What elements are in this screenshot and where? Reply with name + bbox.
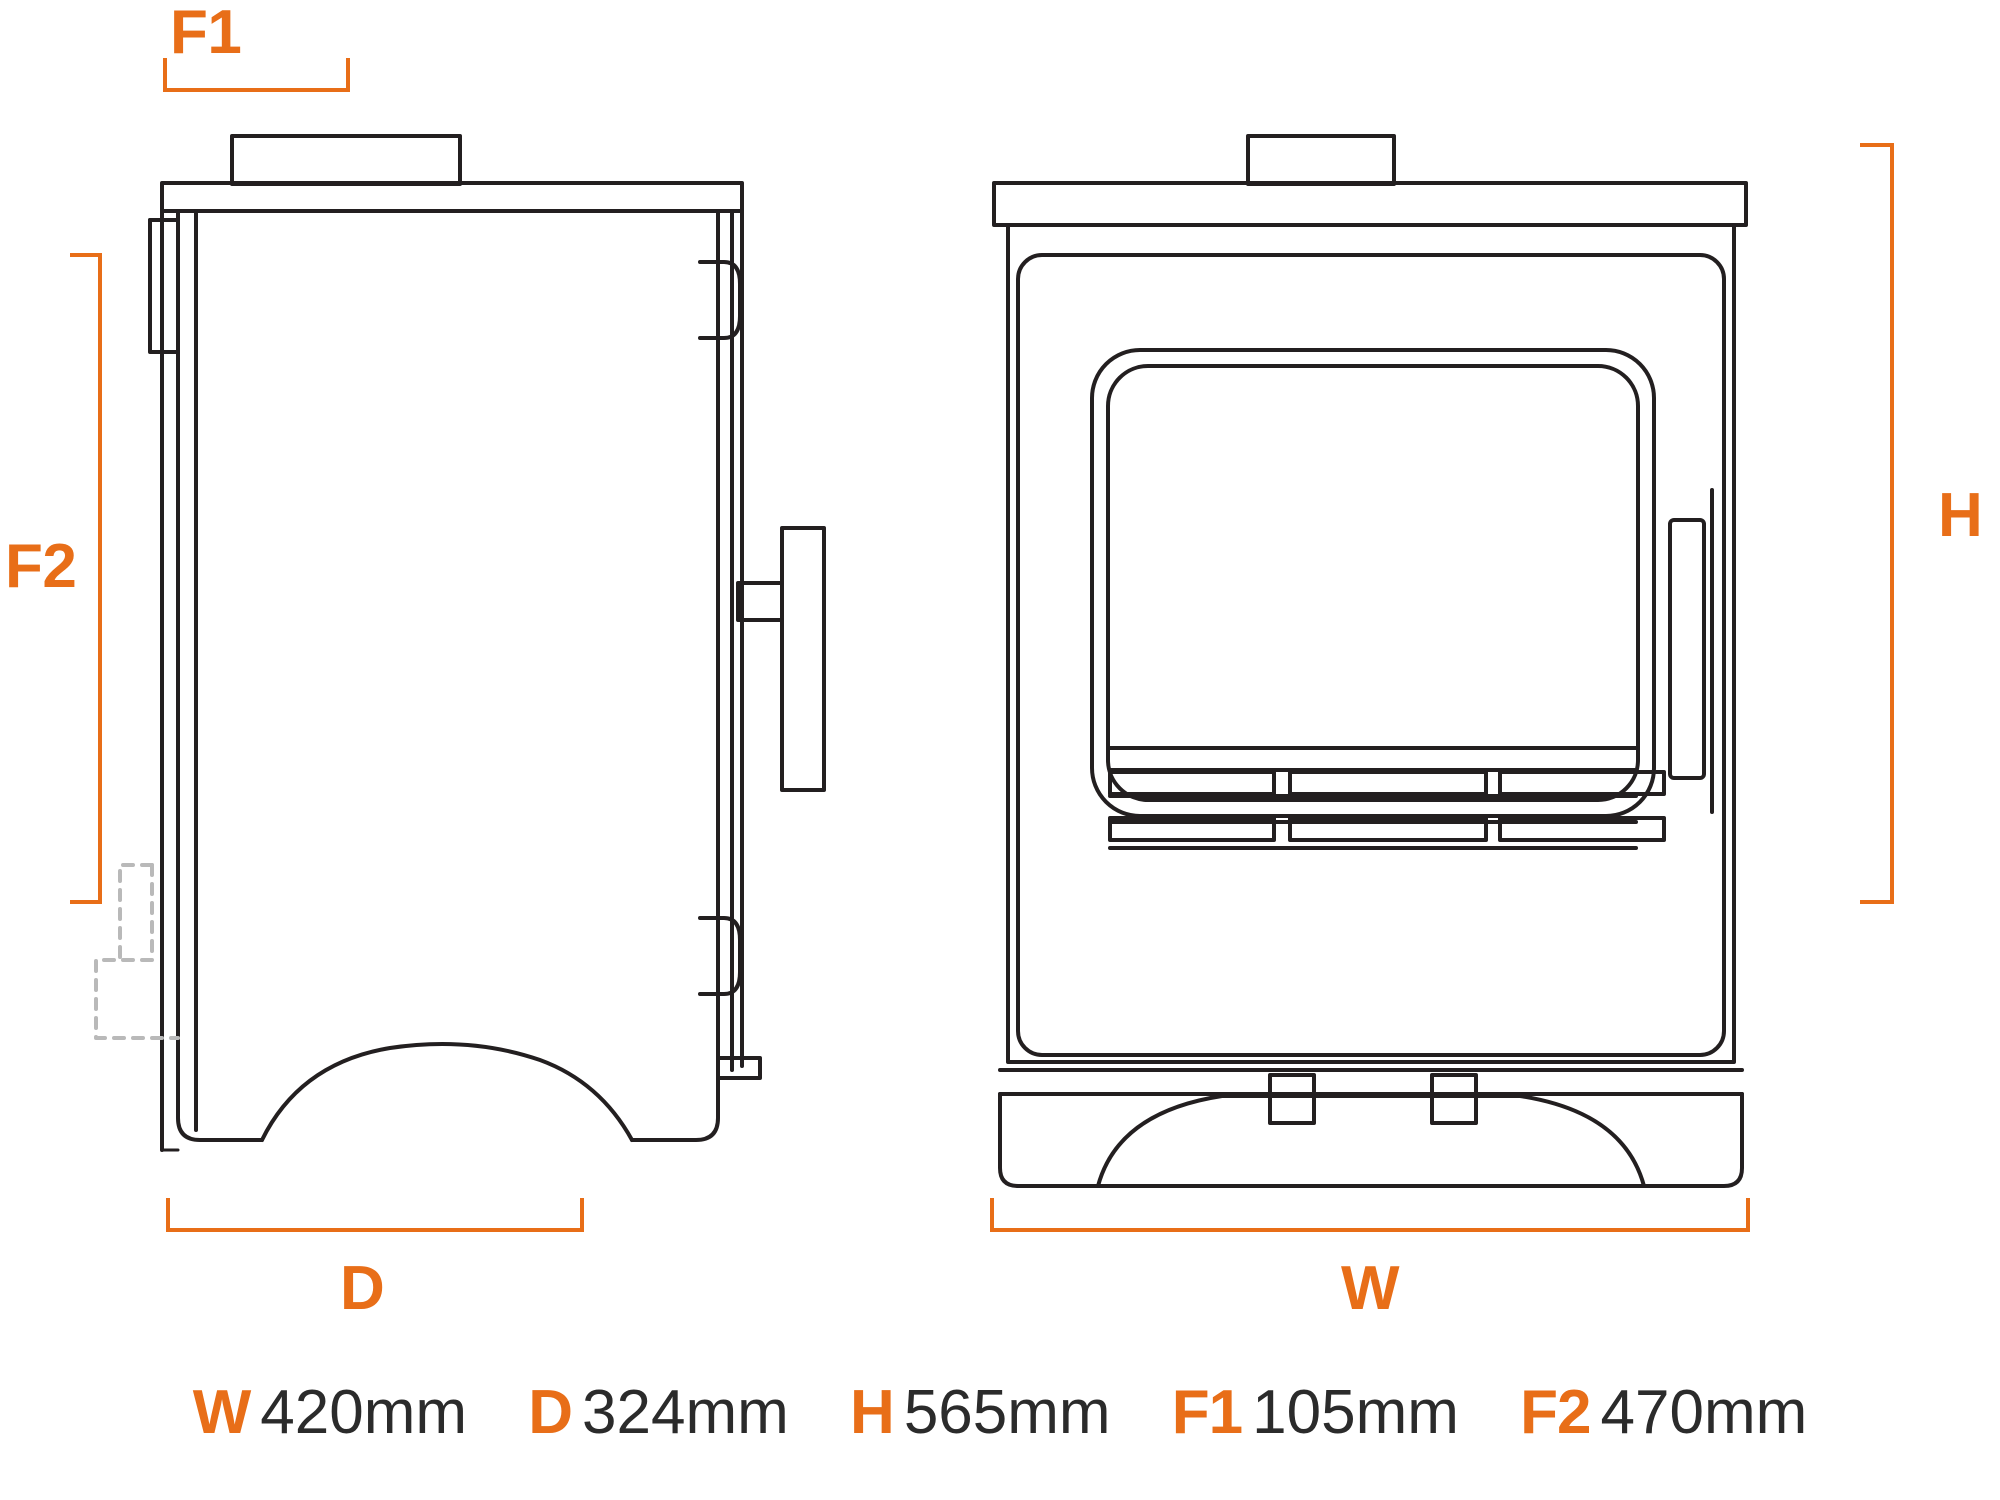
front-door-glass	[1106, 364, 1640, 802]
front-door-handle	[1668, 518, 1706, 780]
dim-label-h: H	[1938, 481, 1983, 550]
grille-slot-r2c3	[1498, 816, 1666, 842]
front-body-outline	[1006, 223, 1736, 1064]
dim-label-f1: F1	[170, 0, 242, 67]
bracket-w	[990, 1198, 1750, 1232]
front-foot-left	[1268, 1073, 1316, 1125]
front-foot-right	[1430, 1073, 1478, 1125]
grille-slot-r1c2	[1288, 770, 1488, 796]
front-plinth-arch	[1096, 1094, 1646, 1188]
side-hinge-upper	[698, 260, 742, 340]
dim-label-d: D	[340, 1254, 385, 1323]
front-view	[992, 134, 1748, 1188]
caption-value-f2: 470mm	[1600, 1378, 1808, 1447]
side-hinge-lower	[698, 916, 742, 996]
front-grille	[1108, 746, 1666, 850]
side-handle-stem	[736, 581, 784, 622]
caption-key-h: H	[850, 1378, 895, 1447]
grille-slot-r2c2	[1288, 816, 1488, 842]
caption-key-w: W	[192, 1378, 252, 1447]
front-plinth-outline	[998, 1092, 1744, 1188]
side-handle-bar	[780, 526, 826, 792]
dimension-brackets	[70, 58, 1894, 1232]
dim-label-f2: F2	[5, 532, 77, 601]
side-bottom-tab	[716, 1056, 762, 1080]
side-dashed-detail	[94, 863, 180, 1040]
grille-slot-r1c3	[1498, 770, 1666, 796]
grille-slot-r2c1	[1108, 816, 1276, 842]
caption-key-f1: F1	[1171, 1378, 1243, 1447]
side-rear-inner	[148, 218, 180, 354]
caption-key-f2: F2	[1520, 1378, 1591, 1447]
bracket-f2	[70, 253, 102, 904]
caption-key-d: D	[528, 1378, 573, 1447]
front-flue-collar	[1246, 134, 1396, 186]
dim-label-w: W	[1341, 1254, 1400, 1323]
side-view	[94, 134, 826, 1152]
bracket-f1	[163, 58, 350, 92]
caption-value-w: 420mm	[260, 1378, 468, 1447]
side-top-plate	[160, 181, 744, 213]
caption-value-h: 565mm	[903, 1378, 1111, 1447]
side-base-arch	[260, 1042, 634, 1142]
bracket-d	[166, 1198, 584, 1232]
side-flue-collar	[230, 134, 462, 186]
caption-value-f1: 105mm	[1252, 1378, 1459, 1447]
side-body-outline	[176, 209, 720, 1142]
front-top-plate	[992, 181, 1748, 227]
front-body-inner	[1016, 253, 1726, 1057]
caption-value-d: 324mm	[582, 1378, 789, 1447]
grille-slot-r1c1	[1108, 770, 1276, 796]
bracket-h	[1860, 143, 1894, 904]
